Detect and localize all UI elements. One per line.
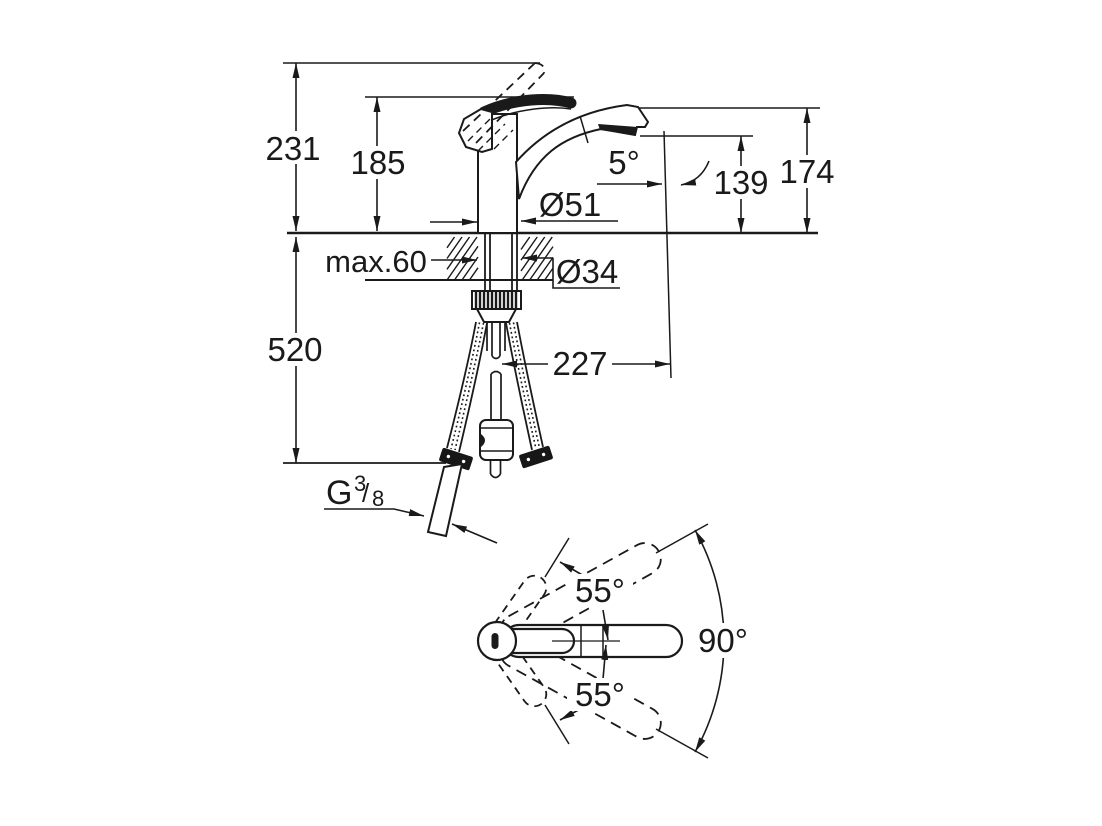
spray-direction-line	[663, 130, 672, 379]
dim-55u-seg-outer	[559, 561, 585, 577]
faucet-body	[477, 113, 518, 234]
hose-weight	[479, 419, 514, 461]
dim-185-label: 185	[350, 144, 405, 181]
dim-231-label: 231	[265, 130, 320, 167]
thread-g-label: G	[326, 474, 352, 512]
hose-weight-notch	[481, 434, 485, 447]
handle-ghost-lines	[467, 116, 514, 152]
label-backgrounds	[261, 131, 839, 711]
side-view	[283, 62, 820, 544]
dim-139-label: 139	[713, 164, 768, 201]
spout-underside-shadow	[598, 124, 637, 135]
dim-227-label: 227	[552, 345, 607, 382]
angle-55-lower-label: 55°	[575, 676, 625, 713]
handle-lever	[478, 94, 577, 118]
thread-numerator-label: 3	[354, 471, 366, 496]
angle-5-label: 5°	[608, 144, 640, 181]
nut-taper	[475, 308, 518, 323]
ext-line-spout-upper	[655, 523, 709, 554]
angle-55-upper-label: 55°	[575, 572, 625, 609]
handle-underline	[486, 107, 572, 123]
supply-hose-left	[446, 321, 488, 453]
supply-hose-right	[505, 321, 544, 451]
dia-51-label: Ø51	[539, 186, 601, 223]
ext-line-handle-lower	[544, 704, 570, 745]
angle-90-label: 90°	[698, 622, 748, 659]
counter-hatch-left	[446, 236, 479, 281]
dia-34-label: Ø34	[556, 253, 618, 290]
labels: 231 185 174 139 5° Ø51 max.60 Ø34 520 22…	[265, 130, 834, 713]
ext-line-spout-lower	[655, 728, 709, 759]
ext-line-handle-upper	[544, 537, 570, 578]
dim-55u-seg-inner	[602, 609, 609, 641]
hose-fitting-right	[519, 445, 553, 469]
thread-leader	[324, 508, 425, 517]
hose-fitting-left	[439, 447, 473, 471]
mounting-shank	[484, 234, 518, 291]
max-60-label: max.60	[325, 244, 427, 279]
pullout-hose-stub	[489, 460, 502, 479]
handle-raised-dashed	[462, 62, 546, 144]
dim-520-label: 520	[267, 331, 322, 368]
handle-slot	[491, 633, 499, 649]
dim-174-label: 174	[779, 153, 834, 190]
thread-pipe	[426, 462, 464, 538]
top-view	[476, 523, 725, 759]
hose-guide-tube	[486, 322, 506, 360]
mounting-nut-knurling	[474, 292, 518, 308]
pullout-hose	[490, 370, 502, 420]
thread-arrow-opposite	[451, 523, 498, 544]
handle-pivot-cap	[457, 107, 493, 154]
spray-head-joint-line	[579, 115, 589, 144]
thread-denominator-label: 8	[372, 486, 384, 511]
dia34-bracket	[552, 258, 620, 289]
angle5-leader-right	[680, 160, 710, 186]
dim-55l-seg-inner	[601, 644, 609, 680]
thread-slash-label: /	[362, 478, 370, 508]
